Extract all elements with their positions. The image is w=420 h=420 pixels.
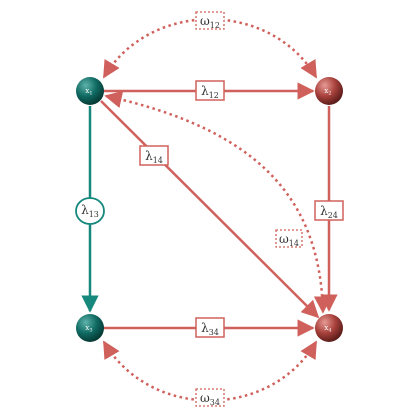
label-lambda12: λ12 [195, 80, 225, 101]
svg-text:x2: x2 [324, 87, 331, 97]
svg-text:λ14: λ14 [145, 149, 163, 165]
svg-text:λ13: λ13 [81, 203, 99, 219]
svg-text:λ24: λ24 [320, 204, 338, 220]
arc-omega14 [104, 90, 332, 314]
svg-text:ω14: ω14 [279, 232, 299, 248]
svg-text:ω34: ω34 [200, 391, 220, 407]
label-omega14: ω14 [275, 229, 303, 248]
svg-text:x3: x3 [85, 324, 92, 334]
node-x3: x3 [76, 314, 104, 342]
label-omega12: ω12 [195, 11, 225, 30]
label-lambda14: λ14 [139, 145, 169, 166]
svg-text:x4: x4 [324, 324, 331, 334]
edge-x1-x4 [100, 100, 320, 319]
svg-text:x1: x1 [85, 87, 92, 97]
svg-text:λ12: λ12 [201, 84, 219, 100]
label-lambda34: λ34 [195, 317, 225, 338]
node-x4: x4 [315, 314, 343, 342]
label-omega34: ω34 [195, 388, 225, 407]
svg-text:λ34: λ34 [201, 321, 219, 337]
label-lambda24: λ24 [314, 200, 344, 221]
node-x2: x2 [315, 77, 343, 105]
node-x1: x1 [76, 77, 104, 105]
label-lambda13: λ13 [75, 197, 105, 225]
svg-text:ω12: ω12 [200, 14, 220, 30]
